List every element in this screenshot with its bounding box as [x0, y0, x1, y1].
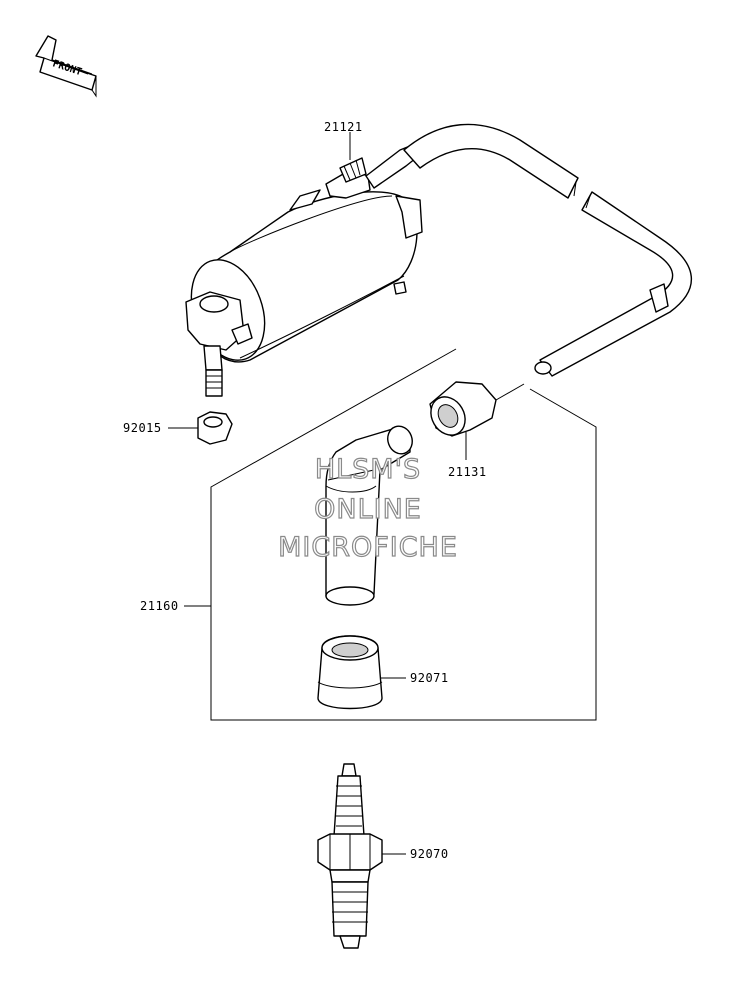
part-number-coil: 21121: [324, 120, 363, 134]
watermark-line-2: ONLINE: [314, 494, 422, 525]
part-number-seal-boot: 92071: [410, 671, 449, 685]
spark-plug: [317, 763, 383, 949]
assembly-bracket: [210, 348, 597, 721]
part-number-spark-plug: 92070: [410, 847, 449, 861]
watermark-line-3: MICROFICHE: [278, 532, 458, 563]
ht-lead: [365, 123, 693, 377]
part-number-nut: 92015: [123, 421, 162, 435]
plug-cap: [325, 425, 413, 606]
part-number-plug-cap-assembly: 21160: [140, 599, 179, 613]
part-number-cap-cover: 21131: [448, 465, 487, 479]
seal-boot: [317, 635, 383, 710]
front-arrow-icon: FRONT: [35, 35, 97, 98]
cap-cover: [429, 381, 525, 437]
nut: [197, 411, 233, 445]
ignition-coil: [185, 157, 423, 397]
watermark-line-1: HLSM'S: [315, 454, 421, 485]
